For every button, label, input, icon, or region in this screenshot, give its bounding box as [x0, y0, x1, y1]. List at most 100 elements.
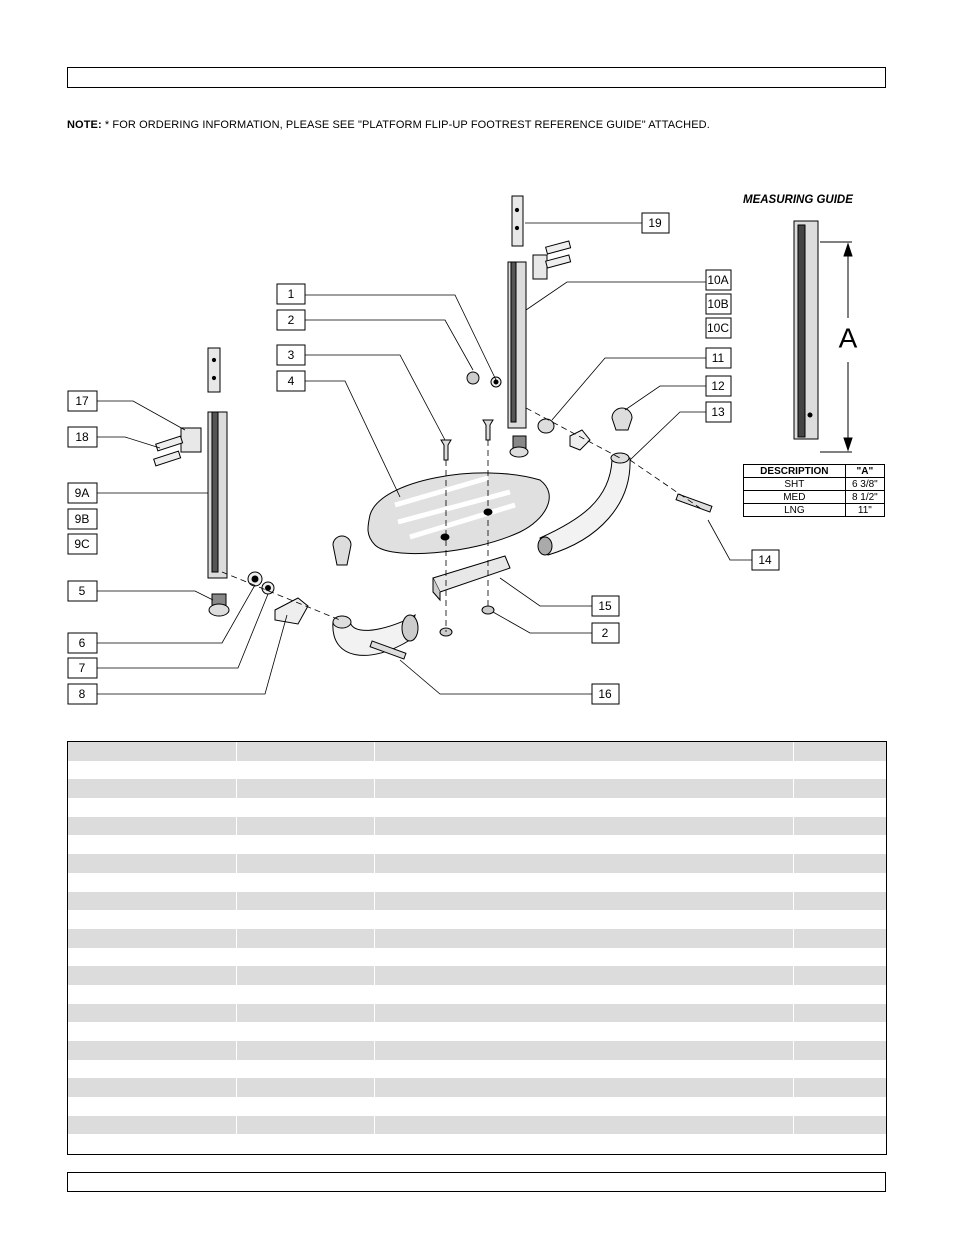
callout-19: 19: [648, 216, 662, 230]
table-cell: [68, 910, 237, 929]
table-cell: [68, 928, 237, 948]
callout-13: 13: [711, 405, 725, 419]
callout-3: 3: [288, 348, 295, 362]
table-cell: [237, 928, 375, 948]
callout-18: 18: [75, 430, 89, 444]
table-cell: [68, 947, 237, 967]
table-cell: [237, 1041, 375, 1060]
table-cell: [237, 966, 375, 985]
table-cell: [237, 891, 375, 911]
table-cell: [68, 854, 237, 873]
table-cell: [375, 854, 794, 873]
callout-16: 16: [598, 687, 612, 701]
table-cell: [237, 984, 375, 1004]
table-cell: [68, 760, 237, 780]
table-cell: [375, 1134, 794, 1154]
table-cell: [794, 798, 886, 817]
table-cell: [794, 1004, 886, 1023]
callout-9c: 9C: [74, 537, 90, 551]
table-cell: [794, 948, 886, 967]
mg-row: MED 8 1/2": [743, 490, 886, 504]
table-cell: [375, 1115, 794, 1135]
table-cell: [794, 873, 886, 892]
table-cell: [237, 816, 375, 836]
mg-cell: LNG: [743, 503, 846, 517]
table-cell: [68, 1059, 237, 1079]
table-cell: [794, 854, 886, 873]
table-cell: [68, 1041, 237, 1060]
table-cell: [375, 798, 794, 817]
table-row: [68, 947, 886, 967]
table-row: [68, 910, 886, 929]
table-row: [68, 760, 886, 780]
note-text: * FOR ORDERING INFORMATION, PLEASE SEE "…: [101, 119, 710, 131]
table-row: [68, 742, 886, 761]
table-cell: [68, 798, 237, 817]
measuring-guide-title: MEASURING GUIDE: [743, 194, 853, 206]
callout-9b: 9B: [75, 512, 90, 526]
table-cell: [375, 1097, 794, 1116]
table-row: [68, 816, 886, 836]
table-cell: [68, 966, 237, 985]
mg-cell: 11": [844, 503, 886, 517]
table-cell: [375, 872, 794, 892]
callout-2: 2: [288, 313, 295, 327]
table-cell: [375, 835, 794, 855]
table-row: [68, 779, 886, 799]
exploded-parts-diagram: 1 2 3 4 5 6 7 8 9A 9B 9C 10A 10B 10C 11 …: [67, 195, 858, 705]
table-cell: [68, 891, 237, 911]
callout-15: 15: [598, 599, 612, 613]
callout-12: 12: [711, 379, 725, 393]
ordering-note: NOTE: * FOR ORDERING INFORMATION, PLEASE…: [67, 119, 710, 131]
callout-8: 8: [79, 687, 86, 701]
callout-11: 11: [712, 351, 725, 365]
table-cell: [237, 872, 375, 892]
table-row: [68, 1134, 886, 1154]
mg-header-description: DESCRIPTION: [743, 464, 846, 478]
table-cell: [375, 910, 794, 929]
table-cell: [237, 798, 375, 817]
table-row: [68, 1041, 886, 1060]
table-row: [68, 1115, 886, 1135]
table-row: [68, 854, 886, 873]
mg-row: LNG 11": [743, 503, 886, 517]
table-cell: [375, 1059, 794, 1079]
table-cell: [794, 779, 886, 798]
note-label: NOTE:: [67, 119, 102, 131]
table-cell: [237, 779, 375, 799]
table-cell: [237, 947, 375, 967]
callout-14: 14: [758, 553, 772, 567]
left-clamp: [180, 427, 202, 453]
table-cell: [375, 947, 794, 967]
table-cell: [794, 910, 886, 929]
table-cell: [237, 1134, 375, 1154]
table-cell: [237, 742, 375, 761]
callout-6: 6: [79, 636, 86, 650]
table-row: [68, 1022, 886, 1041]
table-cell: [375, 891, 794, 911]
callout-17: 17: [75, 394, 89, 408]
callout-10b: 10B: [707, 297, 728, 311]
table-cell: [237, 1059, 375, 1079]
right-insert: [511, 195, 524, 247]
table-cell: [375, 984, 794, 1004]
footer-bar: [67, 1172, 886, 1192]
left-insert: [207, 347, 221, 393]
mg-cell: 6 3/8": [844, 477, 886, 491]
table-cell: [68, 1003, 237, 1023]
table-row: [68, 872, 886, 892]
callout-10a: 10A: [707, 273, 728, 287]
table-cell: [794, 1078, 886, 1097]
table-cell: [794, 985, 886, 1004]
table-cell: [68, 1078, 237, 1098]
table-cell: [68, 779, 237, 799]
table-cell: [375, 1003, 794, 1023]
table-cell: [68, 816, 237, 836]
callout-10c: 10C: [707, 321, 729, 335]
table-row: [68, 1059, 886, 1079]
measuring-guide-table: DESCRIPTION "A" SHT 6 3/8" MED 8 1/2" LN…: [743, 464, 886, 517]
table-cell: [375, 742, 794, 761]
table-cell: [237, 1078, 375, 1098]
table-cell: [237, 910, 375, 929]
table-cell: [237, 760, 375, 780]
